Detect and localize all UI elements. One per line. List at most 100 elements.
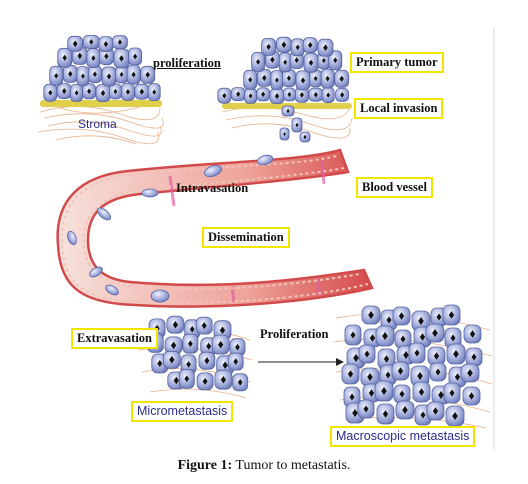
tumor-cell: [410, 365, 430, 387]
label-primary-tumor: Primary tumor: [350, 52, 444, 73]
tumor-cell: [270, 70, 284, 90]
label-proliferation-top: proliferation: [153, 56, 221, 70]
tumor-cell: [99, 47, 114, 66]
label-macroscopic-metastasis: Macroscopic metastasis: [330, 426, 476, 447]
circulating-tumor-cells: [67, 154, 274, 303]
tumor-cell: [341, 363, 360, 385]
tumor-cell: [394, 329, 412, 349]
epithelial-cells-left: [43, 35, 161, 102]
tumor-cell: [70, 84, 83, 102]
tumor-cell: [67, 35, 84, 52]
tumor-cell: [243, 69, 258, 90]
tumor-cell: [230, 87, 246, 101]
tumor-cell: [227, 352, 244, 371]
tumor-cell: [395, 400, 415, 420]
tumor-cell: [462, 386, 481, 406]
tumor-cell: [121, 83, 135, 101]
tumor-cell: [445, 405, 465, 427]
tumor-cell: [358, 344, 376, 364]
tumor-cell: [335, 88, 350, 102]
tumor-cell: [443, 382, 461, 404]
tumor-cell: [429, 362, 447, 382]
tumor-cell: [281, 105, 295, 117]
tumor-cell: [214, 369, 233, 390]
tumor-cell: [195, 316, 213, 335]
tumor-cell: [162, 350, 181, 369]
tumor-cell: [43, 83, 58, 102]
tumor-cell: [113, 48, 130, 69]
tumor-cell: [147, 83, 161, 101]
tumor-cell: [465, 347, 483, 367]
tumor-cell: [126, 64, 141, 85]
tumor-cell: [302, 37, 318, 53]
tumor-cell: [392, 306, 411, 326]
tumor-cell: [217, 87, 232, 104]
tumor-cell: [375, 325, 395, 347]
tumor-cell: [76, 66, 90, 86]
tumor-cell: [166, 315, 185, 334]
micrometastasis-cells: [146, 315, 249, 392]
tumor-cell: [427, 346, 446, 366]
tumor-cell: [412, 381, 431, 403]
tumor-cell: [134, 83, 150, 100]
tumor-cell: [101, 66, 117, 87]
tumor-cell: [251, 52, 266, 72]
tumor-cell: [86, 48, 101, 68]
tumor-cell: [425, 323, 445, 343]
tumor-cell: [408, 342, 426, 364]
tumor-cell: [232, 373, 249, 392]
label-blood-vessel: Blood vessel: [356, 177, 433, 198]
tumor-cell: [460, 363, 480, 383]
tumor-cell: [444, 327, 462, 349]
label-dissemination: Dissemination: [202, 227, 290, 248]
tumor-cell: [128, 47, 143, 66]
basement-membrane-left: [40, 100, 162, 107]
tumor-cell: [49, 65, 64, 86]
tumor-cell: [334, 69, 350, 88]
tumor-cell: [290, 38, 305, 57]
label-micrometastasis: Micrometastasis: [131, 401, 234, 422]
tumor-cell: [244, 88, 258, 104]
tumor-cell: [344, 324, 362, 346]
tumor-cell: [281, 69, 296, 88]
label-intravasation: Intravasation: [176, 181, 249, 195]
proliferation-arrow: [258, 358, 344, 366]
label-local-invasion: Local invasion: [354, 98, 444, 119]
tumor-cell: [446, 343, 466, 365]
tumor-cell: [82, 83, 96, 100]
tumor-cell: [112, 35, 128, 50]
macroscopic-metastasis-cells: [341, 304, 483, 427]
caption-text: Tumor to metastatis.: [235, 458, 351, 473]
tumor-cell: [463, 324, 482, 344]
tumor-cell: [56, 83, 72, 99]
tumor-cell: [256, 87, 271, 102]
caption-label: Figure 1:: [177, 458, 233, 473]
tumor-cell: [57, 47, 73, 68]
tumor-cell: [211, 334, 230, 355]
tumor-cell: [299, 131, 311, 143]
tumor-cell: [196, 372, 214, 391]
tumor-cell: [317, 38, 334, 57]
tumor-cell: [140, 65, 156, 84]
label-proliferation-bottom: Proliferation: [260, 327, 329, 341]
tumor-cell: [295, 70, 311, 91]
tumor-cell: [88, 65, 102, 84]
tumor-cell: [282, 87, 296, 102]
tumor-cell: [361, 305, 381, 325]
tumor-cell: [256, 69, 272, 87]
tumor-cell: [442, 304, 461, 326]
tumor-cell: [376, 403, 395, 425]
tumor-cell: [426, 401, 445, 421]
tumor-cell: [269, 88, 285, 104]
tumor-cell: [182, 333, 199, 354]
tumor-cell: [98, 36, 114, 52]
tumor-cell: [198, 351, 216, 370]
tumor-cell: [321, 87, 335, 103]
tumor-cell: [82, 35, 100, 49]
label-extravasation: Extravasation: [71, 328, 158, 349]
primary-tumor-cells: [217, 36, 350, 143]
tumor-cell: [303, 52, 319, 73]
label-stroma: Stroma: [78, 117, 117, 131]
figure-caption: Figure 1: Tumor to metastatis.: [0, 458, 528, 474]
